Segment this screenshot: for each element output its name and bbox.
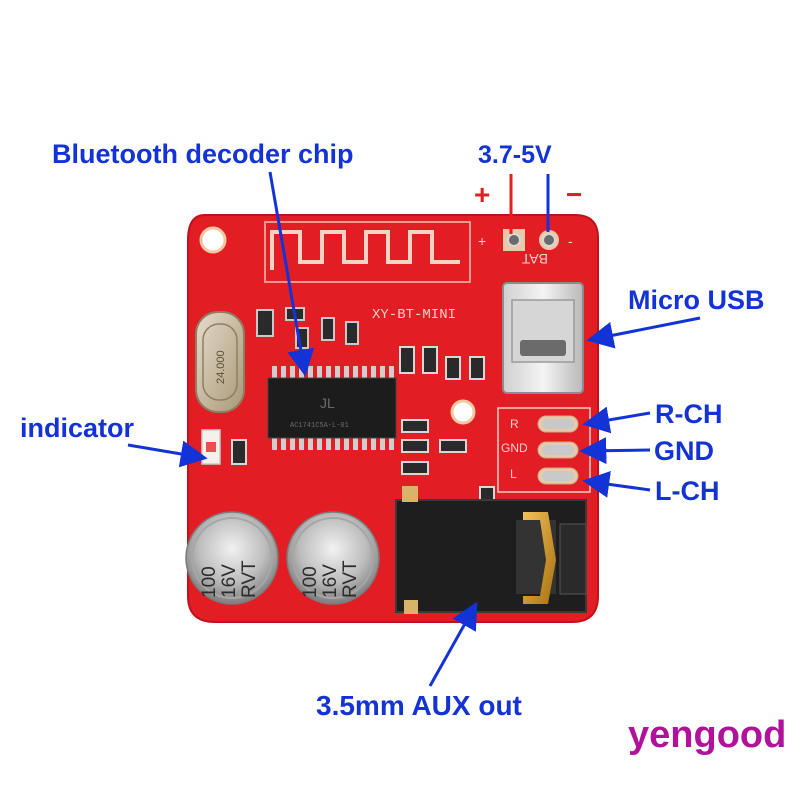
chip-pin	[308, 366, 313, 378]
chip-pin	[281, 438, 286, 450]
chip-pin	[335, 438, 340, 450]
crystal-oscillator	[195, 311, 245, 413]
pad-r-text: R	[510, 417, 519, 431]
arrow-usb	[586, 316, 701, 349]
chip-pin	[371, 366, 376, 378]
label-r-ch: R-CH	[655, 399, 723, 429]
chip-pin	[335, 366, 340, 378]
label-voltage: 3.7-5V	[478, 141, 552, 169]
chip-pin	[389, 438, 394, 450]
decoder-chip: JL AC1741C5A-L-01	[267, 366, 397, 450]
pad-gnd-text: GND	[501, 441, 528, 455]
chip-pin	[380, 366, 385, 378]
pad-l-text: L	[510, 467, 517, 481]
arrow-gnd	[579, 437, 651, 465]
watermark: yengood	[628, 714, 787, 756]
svg-text:100: 100	[199, 566, 220, 598]
svg-text:JL: JL	[320, 395, 335, 411]
label-bluetooth-decoder-chip: Bluetooth decoder chip	[52, 139, 354, 169]
crystal-text: 24.000	[215, 350, 227, 384]
chip-pin	[326, 366, 331, 378]
minus-sign: −	[566, 179, 583, 210]
svg-text:100: 100	[300, 566, 321, 598]
chip-pin	[326, 438, 331, 450]
plus-sign: +	[474, 179, 491, 210]
chip-pin	[317, 438, 322, 450]
chip-pin	[380, 438, 385, 450]
chip-pin	[353, 366, 358, 378]
svg-text:-: -	[568, 233, 573, 249]
pcb-bat-text: BAT	[521, 251, 548, 267]
chip-pin	[371, 438, 376, 450]
svg-text:16V: 16V	[320, 564, 341, 598]
chip-pin	[317, 366, 322, 378]
chip-pin	[272, 366, 277, 378]
chip-pin	[299, 438, 304, 450]
chip-pin	[344, 438, 349, 450]
chip-pin	[290, 438, 295, 450]
arrow-rch	[582, 406, 651, 434]
svg-text:+: +	[478, 233, 486, 249]
chip-pin	[272, 438, 277, 450]
capacitor-right: 100 16V RVT	[286, 511, 380, 605]
svg-text:RVT: RVT	[239, 560, 260, 598]
label-aux-out: 3.5mm AUX out	[316, 690, 522, 721]
svg-text:RVT: RVT	[340, 560, 361, 598]
arrow-lch	[582, 470, 651, 498]
chip-pin	[308, 438, 313, 450]
chip-pin	[281, 366, 286, 378]
svg-text:16V: 16V	[219, 564, 240, 598]
arrow-chip	[268, 171, 315, 377]
aux-jack	[395, 486, 587, 614]
chip-pin	[389, 366, 394, 378]
pcb-model-text: XY-BT-MINI	[372, 307, 456, 323]
antenna-trace	[270, 230, 460, 270]
label-l-ch: L-CH	[655, 476, 720, 506]
label-gnd: GND	[654, 436, 714, 466]
capacitor-left: 100 16V RVT	[185, 511, 279, 605]
label-indicator: indicator	[20, 413, 135, 443]
chip-pin	[344, 366, 349, 378]
chip-pin	[353, 438, 358, 450]
mounting-hole	[450, 399, 476, 425]
arrow-aux	[428, 601, 478, 687]
mounting-hole	[199, 226, 227, 254]
label-micro-usb: Micro USB	[628, 285, 765, 315]
chip-pin	[362, 438, 367, 450]
chip-pin	[290, 366, 295, 378]
chip-pin	[362, 366, 367, 378]
arrow-indicator	[127, 440, 208, 468]
svg-text:AC1741C5A-L-01: AC1741C5A-L-01	[290, 422, 349, 430]
